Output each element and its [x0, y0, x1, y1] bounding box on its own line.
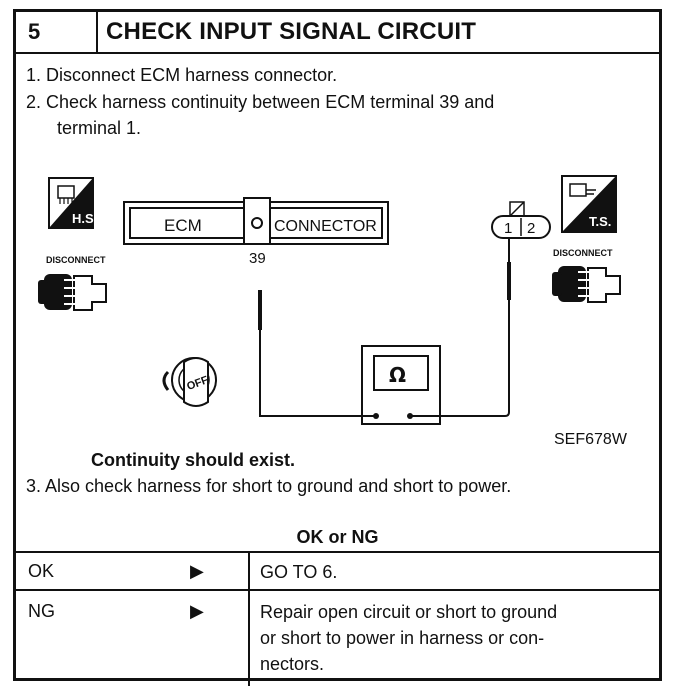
outcome-ok-label: OK: [28, 561, 55, 581]
connector-disconnect-icon-right: [552, 266, 621, 303]
step-number: 5: [16, 12, 98, 52]
outcome-table: OK ▶ GO TO 6. NG ▶ Repair open circuit o…: [16, 551, 659, 686]
terminal-1-label: 1: [504, 220, 512, 237]
instruction-3: 3. Also check harness for short to groun…: [26, 475, 511, 498]
terminal-2-label: 2: [527, 220, 535, 237]
procedure-frame: 5 CHECK INPUT SIGNAL CIRCUIT 1. Disconne…: [13, 9, 662, 686]
ecm-connector: ECM CONNECTOR: [123, 197, 389, 245]
decision-label: OK or NG: [296, 527, 379, 547]
outcome-ng-action-line-2: or short to power in harness or con-: [260, 628, 545, 648]
instruction-3-text: Also check harness for short to ground a…: [45, 476, 512, 496]
ohmmeter-icon: Ω: [361, 345, 441, 425]
result-text: Continuity should exist.: [91, 450, 296, 470]
connector-disconnect-icon-left: [38, 274, 107, 311]
instruction-2-cont: terminal 1.: [57, 118, 142, 138]
ecm-label: ECM: [164, 216, 202, 235]
wiring-diagram: H.S. DISCONNECT ECM CONNECTOR 39: [38, 175, 628, 448]
connector-label: CONNECTOR: [274, 218, 377, 235]
instruction-2-num: 2.: [26, 92, 42, 112]
outcome-ng-action: Repair open circuit or short to ground o…: [260, 599, 640, 677]
hs-label: H.S.: [72, 211, 97, 226]
instruction-1-num: 1.: [26, 65, 42, 85]
terminal-connector-right: 1 2: [491, 201, 551, 239]
terminal-side-badge: T.S.: [561, 175, 617, 233]
instruction-2-text: Check harness continuity between ECM ter…: [46, 92, 495, 112]
disconnect-label-left: DISCONNECT: [46, 255, 106, 265]
step-header: 5 CHECK INPUT SIGNAL CIRCUIT: [16, 12, 659, 54]
instruction-1-text: Disconnect ECM harness connector.: [46, 65, 338, 85]
arrow-right-icon: ▶: [190, 601, 204, 621]
table-divider: [248, 553, 250, 686]
instruction-2: 2. Check harness continuity between ECM …: [26, 91, 494, 114]
arrow-right-icon: ▶: [190, 561, 204, 581]
terminal-39-label: 39: [249, 250, 266, 267]
harness-side-badge: H.S.: [48, 177, 97, 229]
outcome-ng-label: NG: [28, 601, 55, 621]
outcome-ng-action-line-1: Repair open circuit or short to ground: [260, 602, 558, 622]
step-title: CHECK INPUT SIGNAL CIRCUIT: [106, 18, 477, 45]
outcome-ok-action: GO TO 6.: [260, 562, 338, 582]
disconnect-label-right: DISCONNECT: [553, 248, 613, 258]
instruction-1: 1. Disconnect ECM harness connector.: [26, 64, 337, 87]
ohm-symbol: Ω: [389, 363, 406, 387]
outcome-ng-action-line-3: nectors.: [260, 654, 325, 674]
figure-code: SEF678W: [554, 431, 628, 448]
ignition-key-off-icon: OFF: [162, 357, 217, 407]
outcome-row-ok: OK ▶ GO TO 6.: [16, 553, 659, 591]
ts-label: T.S.: [589, 214, 611, 229]
instruction-3-num: 3.: [26, 476, 42, 496]
outcome-row-ng: NG ▶ Repair open circuit or short to gro…: [16, 591, 659, 686]
